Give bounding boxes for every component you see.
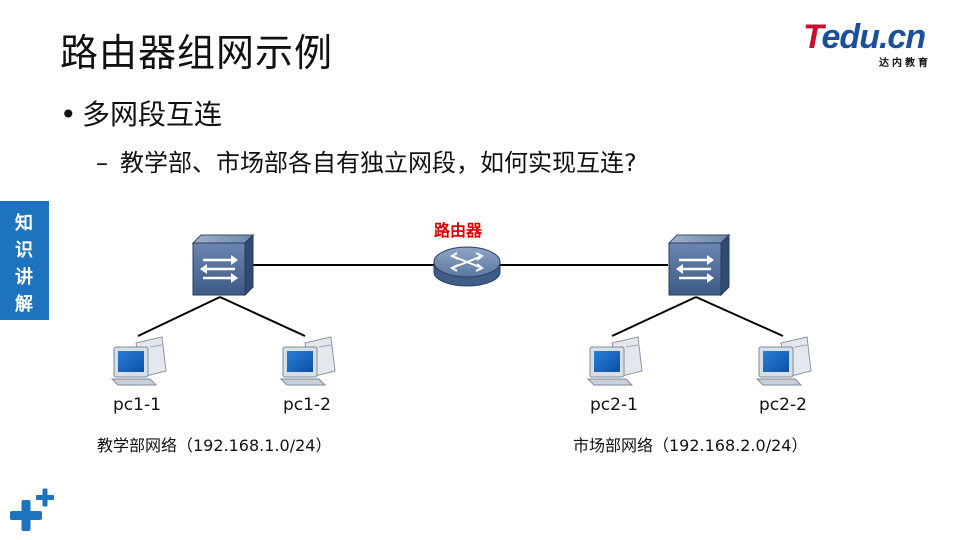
link-switch1-pc1-1: [137, 296, 221, 337]
pc-icon: [586, 336, 643, 386]
network-label: 教学部网络（192.168.1.0/24）: [97, 436, 332, 455]
network-links: [137, 264, 784, 337]
switch-icon: [191, 233, 255, 297]
link-switch1-pc1-2: [219, 296, 306, 337]
slide-title: 路由器组网示例: [60, 31, 334, 75]
bullet-level2: –教学部、市场部各自有独立网段，如何实现互连?: [96, 149, 637, 177]
pc-icon: [279, 336, 336, 386]
network-label: 市场部网络（192.168.2.0/24）: [573, 436, 808, 455]
pc-label: pc2-1: [590, 395, 638, 415]
tedu-logo: Tedu.cn 达内教育: [803, 18, 935, 69]
side-tab-char: 识: [15, 240, 33, 261]
bullet-level1: •多网段互连: [60, 98, 223, 131]
side-tab-char: 讲: [15, 267, 33, 288]
pc-label: pc1-2: [283, 395, 331, 415]
plus-icon: [10, 488, 54, 531]
pc-label: pc2-2: [759, 395, 807, 415]
pc-icon: [755, 336, 812, 386]
knowledge-explanation-tab: 知 识 讲 解: [0, 201, 49, 320]
pc-label: pc1-1: [113, 395, 161, 415]
pc-icon: [110, 336, 167, 386]
switch-icon: [667, 233, 731, 297]
router-label: 路由器: [434, 221, 483, 240]
side-tab-char: 知: [15, 213, 33, 234]
router-icon: [433, 246, 501, 287]
link-switch2-pc2-1: [611, 296, 697, 337]
logo-wordmark: Tedu.cn: [803, 18, 926, 56]
side-tab-char: 解: [15, 294, 33, 315]
logo-subtitle: 达内教育: [879, 58, 931, 69]
link-switch2-pc2-2: [695, 296, 784, 337]
